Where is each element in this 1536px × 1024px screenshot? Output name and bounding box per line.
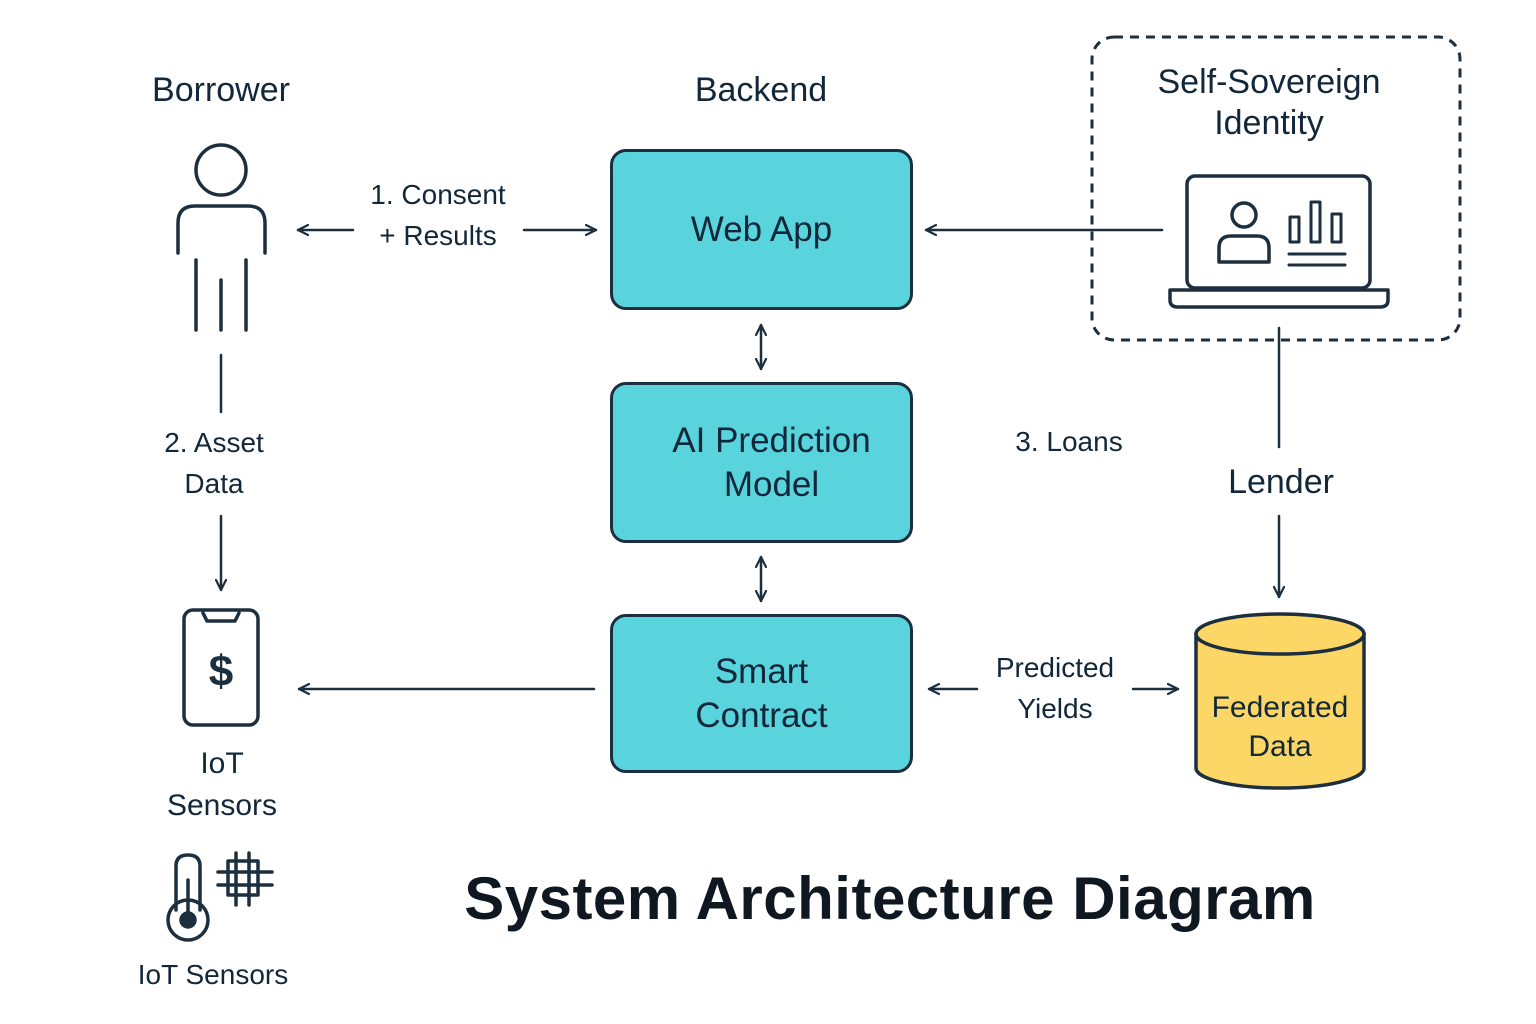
federated-data-line-2: Data — [1248, 730, 1312, 763]
loans-label: 3. Loans — [1015, 426, 1123, 457]
smart-contract-label-line-1: Smart — [714, 651, 809, 691]
ai-model-box[interactable]: AI Prediction Model — [610, 382, 913, 543]
borrower-heading: Borrower — [152, 71, 290, 109]
asset-data-line-1: 2. Asset — [164, 427, 264, 458]
ssi-heading-line-1: Self-Sovereign — [1157, 63, 1381, 101]
lender-heading: Lender — [1228, 463, 1334, 501]
dollar-glyph: $ — [209, 647, 233, 696]
laptop-dashboard-icon — [1168, 174, 1390, 309]
iot-sensors-line-2: Sensors — [166, 789, 278, 822]
asset-data-label: 2. Asset Data — [130, 423, 298, 504]
ssi-heading: Self-Sovereign Identity — [1110, 62, 1428, 145]
iot-sensors-label: IoT Sensors — [140, 743, 304, 827]
phone-dollar-icon — [182, 608, 260, 727]
smart-contract-label-line-2: Contract — [695, 695, 828, 735]
predicted-yields-label: Predicted Yields — [975, 648, 1135, 729]
ssi-container — [1090, 35, 1462, 342]
predicted-yields-line-1: Predicted — [995, 652, 1115, 683]
predicted-yields-line-2: Yields — [1017, 692, 1093, 724]
consent-label-line-2: + Results — [379, 219, 497, 251]
web-app-label: Web App — [690, 209, 833, 249]
federated-data-label[interactable]: Federated Data — [1196, 688, 1364, 766]
backend-heading: Backend — [694, 71, 828, 109]
asset-data-line-2: Data — [184, 467, 244, 499]
thermometer-chip-icon — [166, 851, 274, 942]
iot-sensors-line-1: IoT — [200, 747, 244, 780]
federated-data-line-1: Federated — [1211, 691, 1349, 724]
consent-label-line-1: 1. Consent — [370, 179, 506, 210]
smart-contract-box[interactable]: Smart Contract — [610, 614, 913, 773]
web-app-box[interactable]: Web App — [610, 149, 913, 310]
consent-label: 1. Consent + Results — [340, 175, 536, 256]
page-title: System Architecture Diagram — [464, 865, 1316, 932]
person-icon — [176, 143, 267, 332]
database-cylinder-icon — [1194, 612, 1366, 790]
ai-model-label-line-1: AI Prediction — [672, 420, 871, 460]
ssi-heading-line-2: Identity — [1214, 104, 1324, 143]
ai-model-label-line-2: Model — [723, 464, 820, 504]
iot-sensors-legend-label: IoT Sensors — [137, 959, 289, 990]
